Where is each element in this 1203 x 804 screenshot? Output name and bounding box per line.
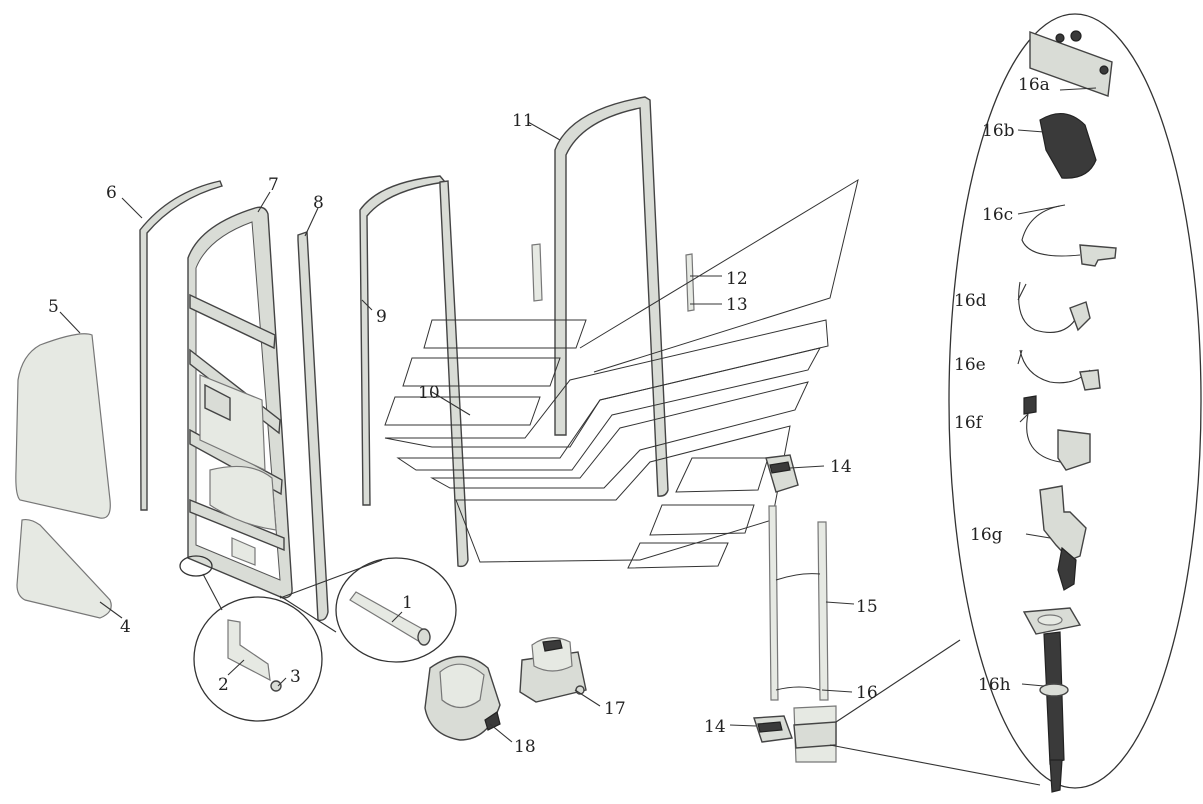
label-16f: 16f bbox=[954, 413, 984, 433]
label-11: 11 bbox=[512, 111, 534, 131]
window-glass-panels bbox=[384, 178, 859, 569]
label-16: 16 bbox=[856, 683, 878, 703]
part-16g-lock-cylinder bbox=[1039, 485, 1087, 591]
label-16b: 16b bbox=[982, 121, 1015, 141]
label-7: 7 bbox=[268, 175, 279, 195]
label-6: 6 bbox=[106, 183, 117, 203]
part-16d-cable-switch bbox=[1018, 281, 1091, 333]
label-12: 12 bbox=[726, 269, 748, 289]
label-3: 3 bbox=[290, 667, 301, 687]
label-4: 4 bbox=[120, 617, 131, 637]
part-12-13-brackets bbox=[685, 253, 695, 312]
label-16h: 16h bbox=[978, 675, 1011, 695]
part-16f-actuator bbox=[1023, 395, 1091, 471]
label-15: 15 bbox=[856, 597, 878, 617]
part-17-lock-module bbox=[519, 637, 587, 703]
label-9: 9 bbox=[376, 307, 387, 327]
leader-lines bbox=[59, 87, 1097, 743]
label-13: 13 bbox=[726, 295, 748, 315]
label-5: 5 bbox=[48, 297, 59, 317]
label-16a: 16a bbox=[1018, 75, 1050, 95]
part-11-window-channel bbox=[531, 96, 669, 497]
detail-circle-1 bbox=[279, 557, 457, 663]
label-16g: 16g bbox=[970, 525, 1003, 545]
part-9-glass-run bbox=[359, 175, 447, 506]
part-16b-cover bbox=[1039, 113, 1097, 179]
callout-labels: 1 2 3 4 5 6 7 8 9 10 11 12 13 14 14 15 1… bbox=[48, 75, 1050, 757]
part-18-round-knob bbox=[424, 655, 501, 741]
label-17: 17 bbox=[604, 699, 626, 719]
part-16h-long-rod bbox=[1022, 607, 1082, 793]
label-2: 2 bbox=[218, 675, 229, 695]
part-16a-control-plate bbox=[1029, 30, 1113, 97]
label-18: 18 bbox=[514, 737, 536, 757]
part-5-side-glass bbox=[15, 333, 111, 519]
label-10: 10 bbox=[418, 383, 440, 403]
label-1: 1 bbox=[402, 593, 413, 613]
label-16e: 16e bbox=[954, 355, 986, 375]
part-6-seal-strip bbox=[139, 180, 223, 511]
detail-circle-2-3 bbox=[179, 555, 323, 722]
part-7-door-frame bbox=[187, 206, 293, 599]
label-8: 8 bbox=[313, 193, 324, 213]
label-16d: 16d bbox=[954, 291, 987, 311]
part-8-vertical-seal bbox=[297, 231, 329, 622]
window-regulator-assembly bbox=[753, 454, 1041, 786]
label-14-top: 14 bbox=[830, 457, 852, 477]
label-16c: 16c bbox=[982, 205, 1013, 225]
label-14-bottom: 14 bbox=[704, 717, 726, 737]
part-10-long-seal bbox=[439, 180, 469, 568]
part-16c-cable bbox=[1021, 204, 1117, 267]
part-4-quarter-glass bbox=[16, 518, 112, 619]
part-16e-cable bbox=[1019, 349, 1101, 391]
detail-ellipse-16 bbox=[835, 13, 1202, 789]
